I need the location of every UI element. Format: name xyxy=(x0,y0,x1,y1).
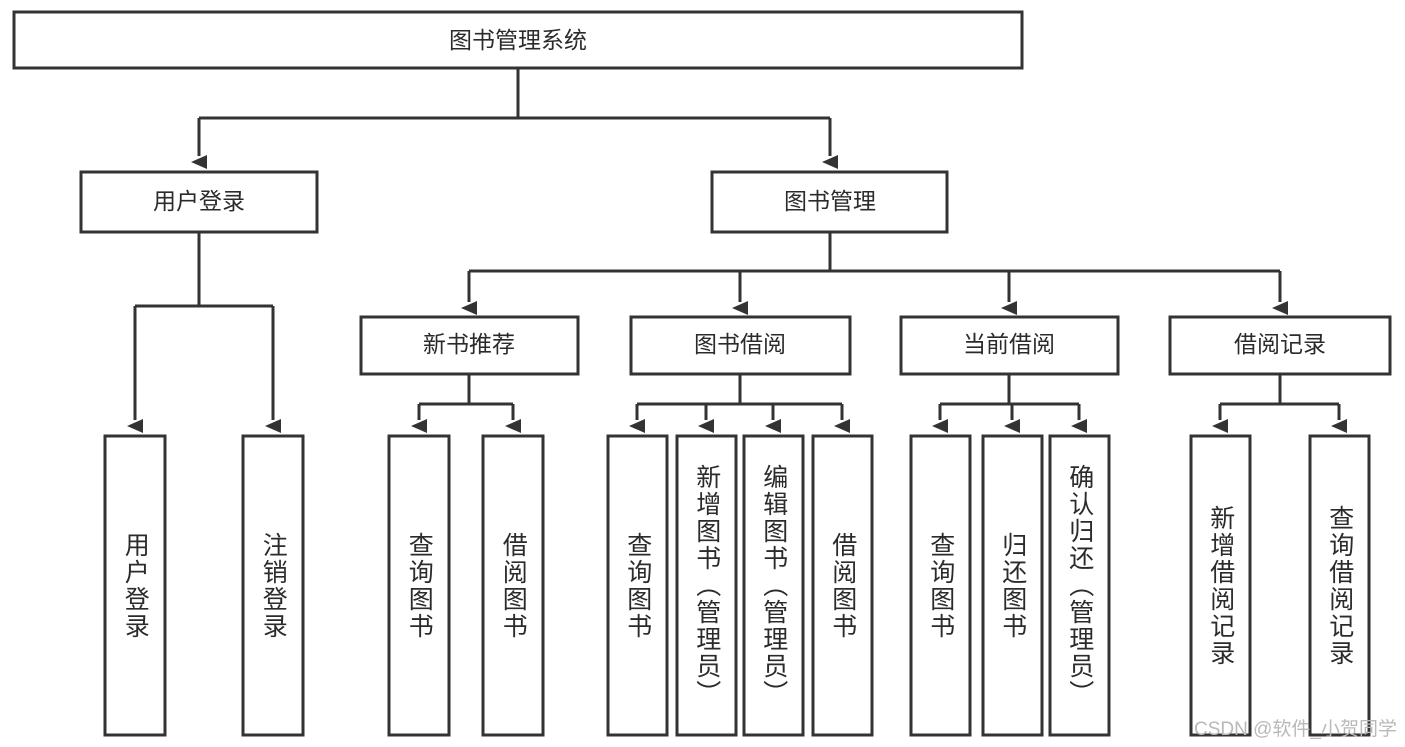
connectors-book-manage xyxy=(461,232,1288,315)
node-new-book-recommend[interactable] xyxy=(359,315,580,376)
node-current-borrow[interactable] xyxy=(899,315,1120,376)
node-borrow-record[interactable] xyxy=(1168,315,1392,376)
node-leaf-add-book[interactable] xyxy=(675,434,738,737)
node-user-login-label: 用户登录 xyxy=(153,188,245,214)
connectors-root xyxy=(191,68,838,169)
node-leaf-query-borrow-record[interactable] xyxy=(1308,434,1371,737)
connectors-borrow-record xyxy=(1212,374,1347,433)
node-leaf-confirm-return[interactable] xyxy=(1048,434,1111,737)
node-user-login[interactable] xyxy=(79,170,319,234)
connectors-current-borrow xyxy=(932,374,1087,433)
node-leaf-user-logout[interactable] xyxy=(241,434,305,737)
node-leaf-query-book-2[interactable] xyxy=(606,434,669,737)
csdn-watermark: CSDN @软件_小贺同学 xyxy=(1194,719,1397,740)
connectors-new-book-rec xyxy=(411,374,521,433)
node-new-book-recommend-label: 新书推荐 xyxy=(423,331,515,357)
node-leaf-add-borrow-record[interactable] xyxy=(1189,434,1252,737)
node-current-borrow-label: 当前借阅 xyxy=(963,331,1055,357)
connectors-user-login xyxy=(127,232,281,433)
node-book-manage[interactable] xyxy=(710,170,949,234)
node-root-book-management-system[interactable] xyxy=(12,10,1024,70)
node-leaf-edit-book[interactable] xyxy=(742,434,805,737)
node-book-borrow[interactable] xyxy=(629,315,852,376)
node-leaf-user-login[interactable] xyxy=(103,434,167,737)
node-borrow-record-label: 借阅记录 xyxy=(1234,331,1326,357)
node-leaf-query-book-3[interactable] xyxy=(909,434,972,737)
node-book-manage-label: 图书管理 xyxy=(784,188,876,214)
node-root-label: 图书管理系统 xyxy=(449,27,587,53)
node-leaf-borrow-book-1[interactable] xyxy=(481,434,545,737)
node-leaf-query-book-1[interactable] xyxy=(387,434,451,737)
node-leaf-borrow-book-2[interactable] xyxy=(811,434,874,737)
connectors-book-borrow xyxy=(629,374,850,433)
node-book-borrow-label: 图书借阅 xyxy=(694,331,786,357)
node-leaf-return-book[interactable] xyxy=(981,434,1044,737)
